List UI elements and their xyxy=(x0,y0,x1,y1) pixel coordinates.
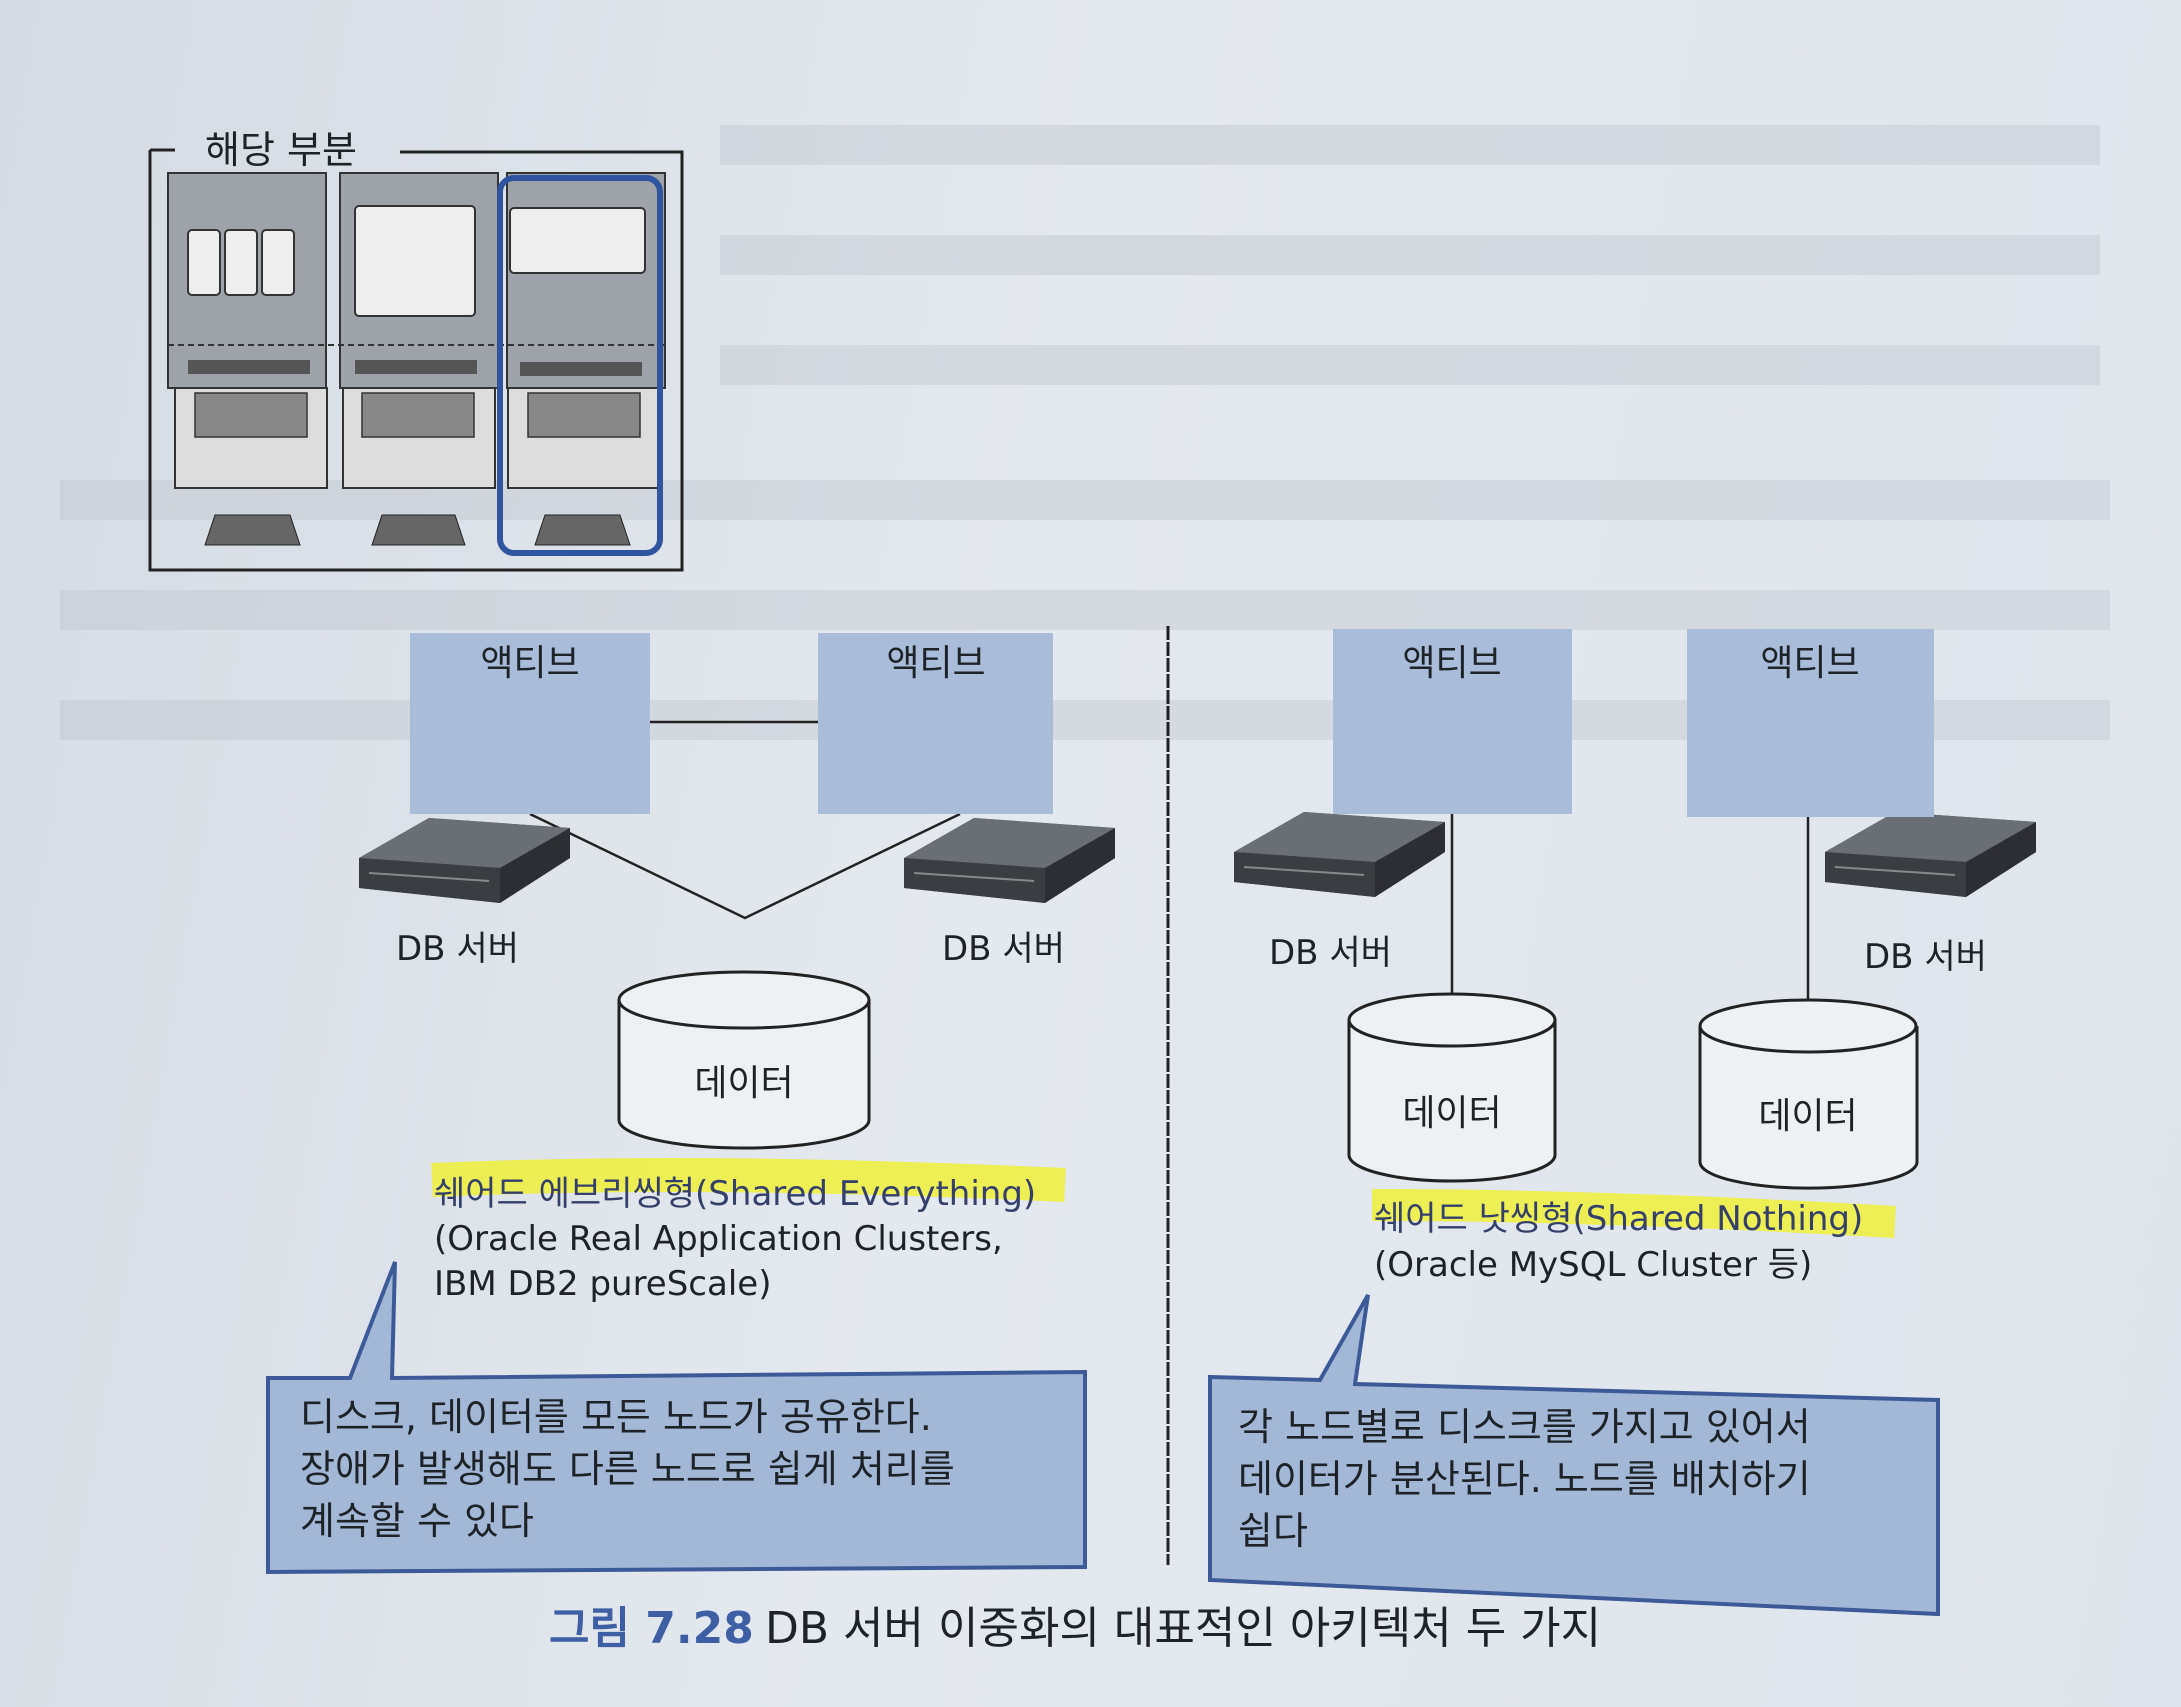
shared-nothing-callout: 각 노드별로 디스크를 가지고 있어서 데이터가 분산된다. 노드를 배치하기 … xyxy=(1208,1294,1940,1617)
active-node-2-label: 액티브 xyxy=(886,643,985,684)
active-node-1 xyxy=(410,633,650,814)
database-cylinder-icon xyxy=(1347,992,1557,1183)
db-server-icon xyxy=(1233,811,1446,898)
database-cylinder-icon xyxy=(617,970,871,1150)
storage-3-label: 데이터 xyxy=(1402,1093,1501,1134)
db-server-2-label: DB 서버 xyxy=(942,929,1065,969)
thumbnail-highlight-frame xyxy=(497,175,663,556)
database-cylinder-icon xyxy=(1698,998,1919,1190)
callout-line: 쉽다 xyxy=(1238,1509,1308,1553)
db-server-icon xyxy=(358,817,571,904)
highlighter-mark xyxy=(1371,1189,1896,1238)
db-server-4-label: DB 서버 xyxy=(1864,937,1987,977)
figure-caption: DB 서버 이중화의 대표적인 아키텍처 두 가지 xyxy=(765,1603,1601,1654)
shared-nothing-title: 쉐어드 낫씽형(Shared Nothing) xyxy=(1374,1199,1863,1239)
active-node-1-label: 액티브 xyxy=(480,643,579,684)
shared-everything-example-2: IBM DB2 pureScale) xyxy=(434,1264,771,1304)
shared-everything-callout: 디스크, 데이터를 모든 노드가 공유한다. 장애가 발생해도 다른 노드로 쉽… xyxy=(266,1261,1087,1575)
callout-line: 디스크, 데이터를 모든 노드가 공유한다. xyxy=(300,1395,932,1439)
callout-line: 장애가 발생해도 다른 노드로 쉽게 처리를 xyxy=(300,1447,955,1491)
shared-everything-title: 쉐어드 에브리씽형(Shared Everything) xyxy=(434,1174,1036,1214)
storage-4-label: 데이터 xyxy=(1758,1096,1857,1137)
callout-line: 데이터가 분산된다. 노드를 배치하기 xyxy=(1238,1457,1811,1501)
shared-everything-example-1: (Oracle Real Application Clusters, xyxy=(434,1219,1003,1259)
shared-storage-label: 데이터 xyxy=(694,1063,793,1104)
thumbnail-figure: 해당 부분 xyxy=(148,128,684,572)
shared-everything-diagram: 액티브 액티브 DB 서버 DB 서버 데이터 쉐어드 에브리씽형(Shared… xyxy=(266,633,1116,1575)
callout-line: 계속할 수 있다 xyxy=(300,1499,534,1543)
active-node-4-label: 액티브 xyxy=(1760,643,1859,684)
db-server-icon xyxy=(1824,811,2037,898)
highlighter-mark xyxy=(431,1158,1066,1202)
active-node-2 xyxy=(818,633,1053,814)
shared-nothing-example: (Oracle MySQL Cluster 등) xyxy=(1374,1245,1812,1285)
shared-nothing-diagram: 액티브 액티브 DB 서버 DB 서버 데이터 데이터 쉐어드 낫씽형(Shar… xyxy=(1208,629,2037,1617)
db-server-3-label: DB 서버 xyxy=(1269,933,1392,973)
thumbnail-label: 해당 부분 xyxy=(205,128,357,172)
db-server-1-label: DB 서버 xyxy=(396,929,519,969)
active-node-3 xyxy=(1333,629,1572,814)
figure-number: 그림 7.28 xyxy=(549,1603,754,1654)
active-node-4 xyxy=(1687,629,1934,817)
active-node-3-label: 액티브 xyxy=(1402,643,1501,684)
db-server-icon xyxy=(903,817,1116,904)
shared-storage-link xyxy=(529,812,961,920)
callout-line: 각 노드별로 디스크를 가지고 있어서 xyxy=(1238,1405,1811,1449)
